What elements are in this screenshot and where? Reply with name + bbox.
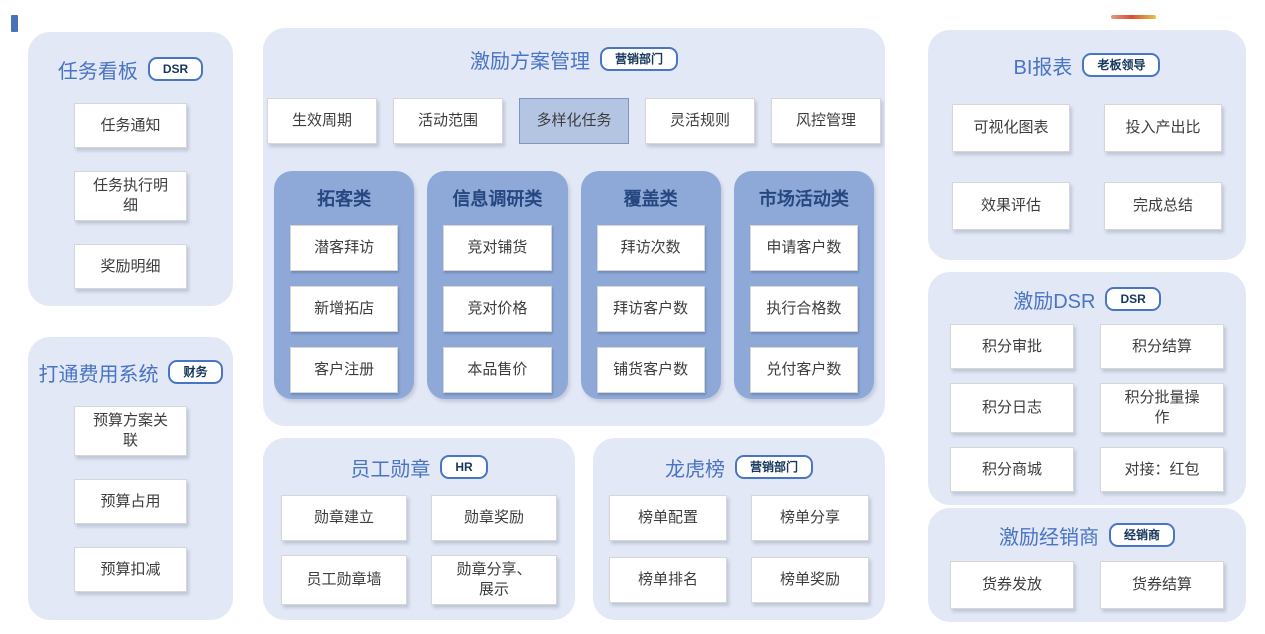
panel-title: 打通费用系统 [38,363,159,386]
panel-title: 激励DSR [1013,290,1096,313]
task-category-groups: 拓客类 潜客拜访 新增拓店 客户注册 信息调研类 竞对铺货 竞对价格 本品售价 … [265,171,883,399]
card-effect-evaluation: 效果评估 [952,182,1070,230]
card-budget-occupy: 预算占用 [74,479,187,524]
card-badge-share-display: 勋章分享、展示 [431,555,557,605]
group-title: 覆盖类 [623,189,678,209]
card-points-mall: 积分商城 [950,447,1074,492]
card-new-store-expansion: 新增拓店 [290,286,399,332]
badge-finance: 财务 [168,360,223,384]
card-ranking-reward: 榜单奖励 [751,557,869,603]
card-roi: 投入产出比 [1104,104,1222,152]
card-qualified-execution-count: 执行合格数 [749,286,858,332]
tab-activity-scope: 活动范围 [393,98,503,144]
group-title: 拓客类 [317,189,372,209]
tab-effective-period: 生效周期 [267,98,377,144]
card-visit-count: 拜访次数 [596,225,705,271]
card-ranking-share: 榜单分享 [751,495,869,541]
card-voucher-settlement: 货券结算 [1100,561,1224,609]
card-completion-summary: 完成总结 [1104,182,1222,230]
card-grid: 货券发放 货券结算 [950,561,1224,609]
tab-flexible-rules: 灵活规则 [645,98,755,144]
panel-incentive-dsr: 激励DSR DSR 积分审批 积分结算 积分日志 积分批量操作 积分商城 对接：… [928,272,1246,505]
card-points-batch-operation: 积分批量操作 [1100,383,1224,433]
badge-dsr: DSR [147,57,204,81]
card-stack: 任务通知 任务执行明细 奖励明细 [28,103,233,289]
panel-badge-header: 员工勋章 HR [281,452,557,482]
badge-dealer: 经销商 [1108,523,1175,547]
badge-hr: HR [440,455,488,479]
card-apply-customer-count: 申请客户数 [749,225,858,271]
card-grid: 可视化图表 投入产出比 效果评估 完成总结 [952,104,1222,230]
card-grid: 勋章建立 勋章奖励 员工勋章墙 勋章分享、展示 [281,495,557,605]
card-badge-reward: 勋章奖励 [431,495,557,541]
panel-task-board: 任务看板 DSR 任务通知 任务执行明细 奖励明细 [28,32,233,306]
card-ranking-config: 榜单配置 [609,495,727,541]
group-title: 市场活动类 [758,189,849,209]
panel-title: 激励方案管理 [469,50,590,73]
card-voucher-issue: 货券发放 [950,561,1074,609]
panel-leaderboard: 龙虎榜 营销部门 榜单配置 榜单分享 榜单排名 榜单奖励 [593,438,885,620]
panel-employee-badge: 员工勋章 HR 勋章建立 勋章奖励 员工勋章墙 勋章分享、展示 [263,438,575,620]
panel-bi-report: BI报表 老板领导 可视化图表 投入产出比 效果评估 完成总结 [928,30,1246,260]
panel-title: BI报表 [1013,56,1073,79]
card-competitor-price: 竞对价格 [443,286,552,332]
panel-incentive-dealer: 激励经销商 经销商 货券发放 货券结算 [928,508,1246,622]
panel-title: 激励经销商 [998,526,1099,549]
card-task-notification: 任务通知 [74,103,187,148]
card-budget-plan-link: 预算方案关联 [74,406,187,456]
group-info-research: 信息调研类 竞对铺货 竞对价格 本品售价 [427,171,568,399]
panel-incentive-management: 激励方案管理 营销部门 生效周期 活动范围 多样化任务 灵活规则 风控管理 拓客… [263,28,885,426]
card-redeem-customer-count: 兑付客户数 [749,347,858,393]
panel-leaderboard-header: 龙虎榜 营销部门 [609,452,869,482]
card-points-approval: 积分审批 [950,324,1074,369]
card-stack: 预算方案关联 预算占用 预算扣减 [28,406,233,592]
text-cursor-bar [11,15,18,32]
panel-title: 龙虎榜 [664,458,725,481]
card-badge-create: 勋章建立 [281,495,407,541]
panel-bi-header: BI报表 老板领导 [952,50,1222,80]
badge-dsr: DSR [1105,287,1161,311]
group-market-activity: 市场活动类 申请客户数 执行合格数 兑付客户数 [733,171,874,399]
panel-incentive-header: 激励方案管理 营销部门 [265,44,883,74]
group-coverage: 覆盖类 拜访次数 拜访客户数 铺货客户数 [580,171,721,399]
card-customer-registration: 客户注册 [290,347,399,393]
card-grid: 榜单配置 榜单分享 榜单排名 榜单奖励 [609,495,869,603]
card-grid: 积分审批 积分结算 积分日志 积分批量操作 积分商城 对接：红包 [950,324,1224,492]
card-prospect-visit: 潜客拜访 [290,225,399,271]
tab-risk-control: 风控管理 [771,98,881,144]
card-budget-deduction: 预算扣减 [74,547,187,592]
panel-task-board-header: 任务看板 DSR [28,54,233,84]
badge-marketing-dept: 营销部门 [734,455,813,479]
card-visit-customer-count: 拜访客户数 [596,286,705,332]
card-reward-detail: 奖励明细 [74,244,187,289]
card-ranking-rank: 榜单排名 [609,557,727,603]
card-task-execution-detail: 任务执行明细 [74,171,187,221]
panel-title: 任务看板 [57,60,138,83]
badge-marketing-dept: 营销部门 [599,47,678,71]
panel-expense-system: 打通费用系统 财务 预算方案关联 预算占用 预算扣减 [28,337,233,620]
card-employee-badge-wall: 员工勋章墙 [281,555,407,605]
card-points-log: 积分日志 [950,383,1074,433]
tab-diversified-tasks: 多样化任务 [519,98,629,144]
card-own-product-price: 本品售价 [443,347,552,393]
panel-dsr-header: 激励DSR DSR [950,284,1224,314]
accent-line [1111,15,1156,19]
badge-boss-leadership: 老板领导 [1082,53,1161,77]
group-customer-acquisition: 拓客类 潜客拜访 新增拓店 客户注册 [274,171,415,399]
card-distribution-customer-count: 铺货客户数 [596,347,705,393]
card-redpacket-integration: 对接：红包 [1100,447,1224,492]
group-title: 信息调研类 [452,189,543,209]
panel-dealer-header: 激励经销商 经销商 [950,520,1224,550]
card-competitor-distribution: 竞对铺货 [443,225,552,271]
incentive-tab-row: 生效周期 活动范围 多样化任务 灵活规则 风控管理 [265,98,883,144]
card-visual-charts: 可视化图表 [952,104,1070,152]
panel-title: 员工勋章 [350,458,431,481]
panel-expense-header: 打通费用系统 财务 [28,357,233,387]
card-points-settlement: 积分结算 [1100,324,1224,369]
